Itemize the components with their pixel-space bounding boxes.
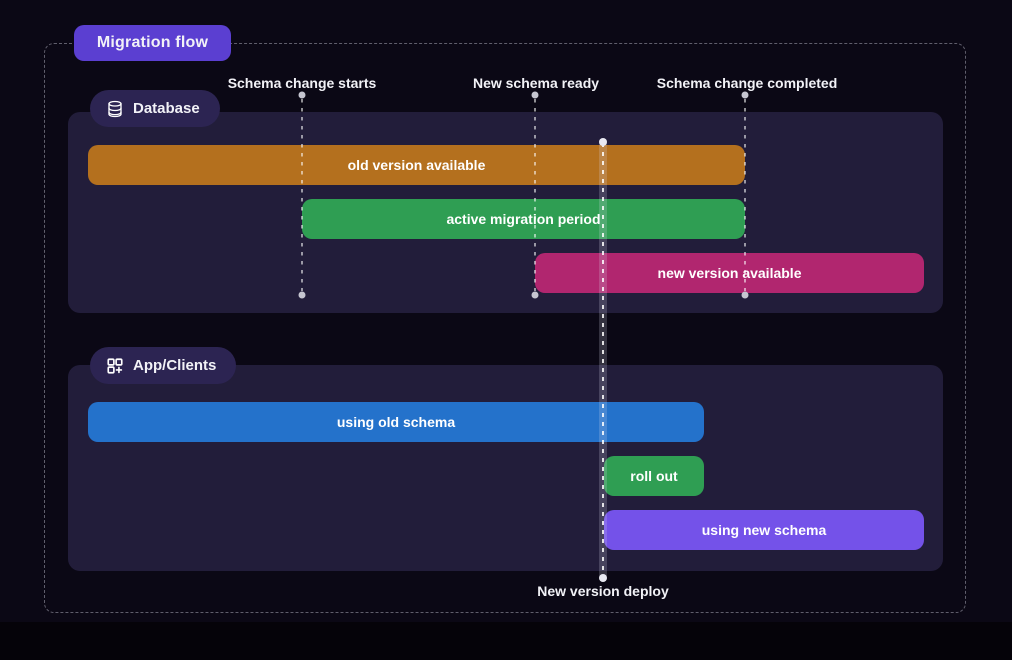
bar-active-migration-period: active migration period — [302, 199, 745, 239]
event-line-new-schema-ready — [534, 99, 536, 291]
event-label-schema-change-completed: Schema change completed — [656, 75, 838, 91]
app-clients-badge-label: App/Clients — [133, 357, 217, 374]
database-icon — [108, 100, 122, 117]
event-label-new-schema-ready: New schema ready — [472, 75, 600, 91]
event-dot-bottom-3 — [741, 291, 749, 299]
event-dot-bottom-1 — [298, 291, 306, 299]
diagram-frame — [44, 43, 966, 613]
app-clients-badge: App/Clients — [90, 347, 237, 384]
bar-new-version-available: new version available — [535, 253, 924, 293]
bar-using-old-schema: using old schema — [88, 402, 704, 442]
database-badge-label: Database — [133, 100, 200, 117]
event-label-schema-change-starts: Schema change starts — [227, 75, 377, 91]
event-dot-top-2 — [531, 91, 539, 99]
diagram-title-badge: Migration flow — [74, 25, 231, 61]
deploy-dot-bottom — [599, 574, 607, 582]
bar-roll-out: roll out — [604, 456, 704, 496]
database-badge: Database — [90, 90, 220, 127]
event-line-schema-change-completed — [744, 99, 746, 291]
event-dot-bottom-2 — [531, 291, 539, 299]
bottom-strip — [0, 622, 1012, 660]
deploy-dot-top — [599, 138, 607, 146]
bar-old-version-available: old version available — [88, 145, 745, 185]
event-dot-top-3 — [741, 91, 749, 99]
deploy-label: New version deploy — [537, 583, 669, 599]
bar-using-new-schema: using new schema — [604, 510, 924, 550]
apps-plus-icon — [107, 357, 123, 374]
deploy-line-dashes — [602, 143, 604, 576]
event-line-schema-change-starts — [301, 99, 303, 291]
event-dot-top-1 — [298, 91, 306, 99]
